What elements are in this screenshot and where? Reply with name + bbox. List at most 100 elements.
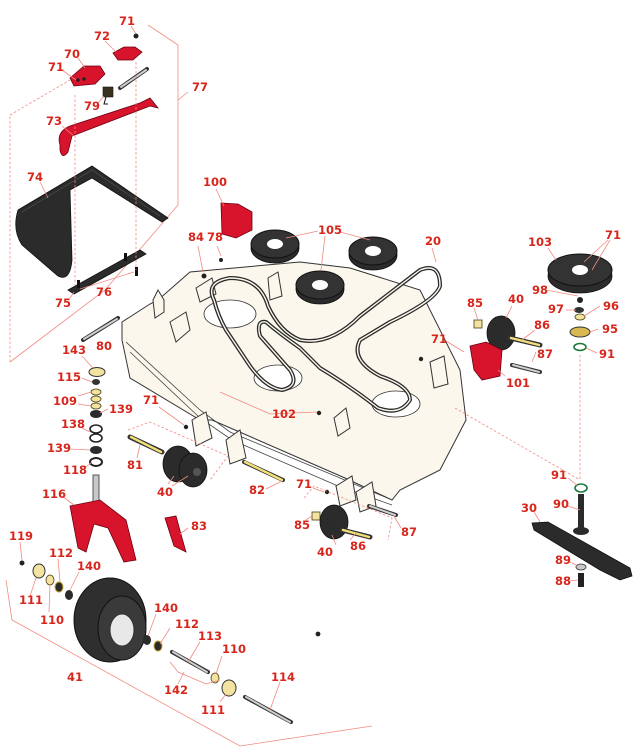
part-105-pulley-c [348, 236, 398, 271]
callout-116: 116 [42, 487, 66, 501]
part-79-spring-hook [103, 96, 108, 105]
leader-line [331, 534, 337, 546]
callout-114: 114 [271, 670, 295, 684]
part-143-cap [88, 367, 106, 377]
part-74-edge [21, 169, 161, 217]
leader-line [177, 671, 185, 685]
leader-line [61, 495, 75, 506]
deck-to-spindle-dash [454, 407, 581, 481]
leader-line [158, 406, 185, 426]
leader-line [179, 527, 189, 535]
part-79-spring [102, 86, 114, 98]
callout-40: 40 [317, 545, 333, 559]
leader-line [61, 125, 75, 137]
leader-line [159, 627, 171, 645]
part-84-nut [201, 273, 207, 279]
part-70-bracket [69, 65, 106, 87]
part-82-bolt-highlight [243, 460, 284, 482]
callout-76: 76 [96, 285, 112, 299]
callout-71: 71 [143, 393, 159, 407]
callout-81: 81 [127, 458, 143, 472]
deck-bracket [267, 271, 283, 301]
leader-line [81, 377, 93, 383]
leader-line [81, 355, 94, 369]
idler-pulleys [250, 229, 398, 305]
callout-110: 110 [222, 642, 246, 656]
callout-89: 89 [555, 553, 571, 567]
group-41-boundary [5, 579, 373, 747]
leader-line [339, 231, 371, 241]
part-109-washer-b [90, 395, 102, 403]
callout-85: 85 [467, 296, 483, 310]
deck-bracket [429, 355, 449, 389]
part-91-seal [573, 342, 587, 352]
callout-30: 30 [521, 501, 537, 515]
part-41-rim [109, 613, 135, 647]
leader-line [85, 461, 93, 468]
callout-118: 118 [63, 463, 87, 477]
part-101-bracket [469, 341, 503, 381]
callout-112: 112 [49, 546, 73, 560]
callout-71: 71 [296, 477, 312, 491]
leader-line [77, 391, 92, 397]
part-105-pulley-a [250, 229, 300, 264]
part-102-nut [316, 410, 322, 416]
leader-line [269, 681, 281, 711]
leader-line [219, 693, 227, 703]
leader-line [269, 411, 318, 415]
leader-line [349, 532, 357, 541]
callout-74: 74 [27, 170, 43, 184]
callout-87: 87 [401, 525, 417, 539]
callout-72: 72 [94, 29, 110, 43]
leader-line [171, 475, 189, 487]
part-140-seal [65, 590, 73, 600]
part-111-spacer-b [221, 679, 237, 697]
part-139-bearing-lower [90, 446, 102, 454]
callout-71: 71 [431, 332, 447, 346]
part-71-nut [76, 78, 80, 82]
callout-84: 84 [188, 230, 204, 244]
part-87-bolt-highlight [512, 364, 540, 373]
leader-lines [19, 25, 611, 711]
leader-line [445, 340, 465, 353]
part-118-seal [89, 457, 103, 467]
leader-line [497, 369, 506, 377]
leader-line [167, 475, 175, 485]
leader-line [197, 245, 204, 273]
spindle-assembly-right [454, 253, 633, 587]
leader-line [39, 181, 49, 199]
assembly-boundaries [5, 24, 373, 747]
callout-138: 138 [61, 417, 85, 431]
leader-line [29, 577, 37, 597]
callout-71: 71 [48, 60, 64, 74]
leader-line [265, 480, 283, 490]
leader-line [521, 329, 536, 341]
deck-bracket [225, 429, 247, 465]
callout-83: 83 [191, 519, 207, 533]
callout-85: 85 [294, 518, 310, 532]
leader-line [320, 235, 326, 271]
group-77-dash-top [9, 79, 71, 116]
part-113-tube-highlight [172, 651, 208, 673]
leader-line [569, 561, 579, 567]
part-78-nut [219, 258, 223, 262]
callout-labels: 71 72 70 71 77 79 73 74 76 75 100 84 78 … [9, 14, 621, 717]
callout-20: 20 [425, 234, 441, 248]
leader-line [177, 91, 189, 101]
leader-line [569, 579, 579, 582]
part-74-chute-cover [15, 165, 169, 278]
leader-line [431, 247, 437, 263]
callout-110: 110 [40, 613, 64, 627]
part-114-bolt-highlight [245, 696, 291, 723]
part-76-bolt-b [124, 253, 127, 261]
leader-line [48, 584, 51, 613]
callout-111: 111 [201, 703, 225, 717]
callout-77: 77 [192, 80, 208, 94]
part-86-axle-highlight [509, 336, 541, 347]
leader-line [545, 289, 579, 297]
leader-line [79, 271, 135, 290]
callout-98: 98 [532, 283, 548, 297]
mower-deck [121, 258, 467, 637]
part-40-wheel-front [319, 504, 349, 540]
